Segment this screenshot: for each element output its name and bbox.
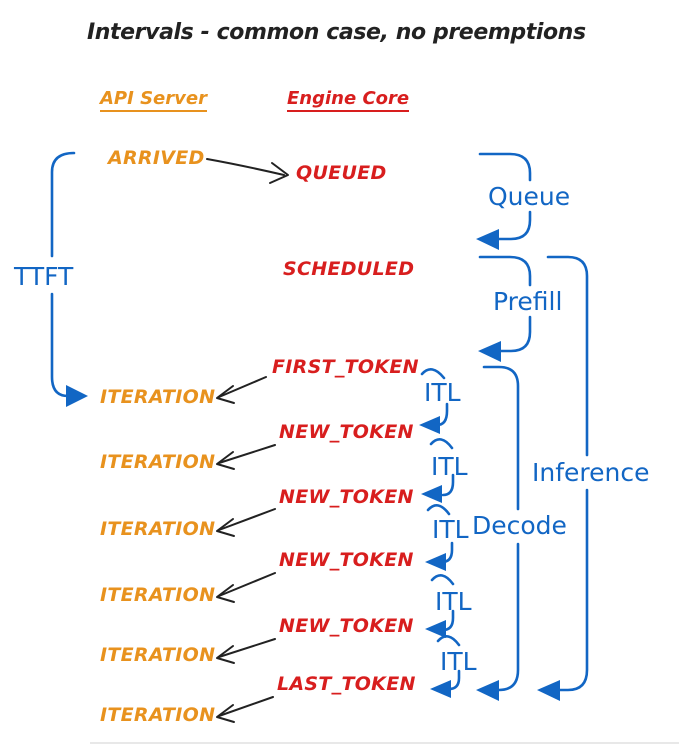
event-iteration-3: ITERATION [100, 518, 216, 540]
decode-bracket [476, 365, 520, 701]
itl-label-1: ITL [424, 378, 461, 407]
event-queued: QUEUED [296, 162, 387, 184]
event-first-token: FIRST_TOKEN [272, 356, 419, 378]
arrow-new-token-1-to-iteration-2 [216, 444, 276, 470]
itl-bracket-5 [430, 635, 461, 698]
inference-bracket [537, 255, 589, 701]
engine-core-column-header: Engine Core [287, 88, 410, 112]
ttft-label: TTFT [14, 262, 74, 291]
inference-label: Inference [532, 458, 650, 487]
arrow-new-token-4-to-iteration-5 [216, 638, 276, 664]
event-scheduled: SCHEDULED [283, 258, 415, 280]
event-new-token-3: NEW_TOKEN [279, 549, 414, 571]
ttft-bracket [50, 151, 88, 407]
event-iteration-6: ITERATION [100, 704, 216, 726]
prefill-bracket [478, 255, 532, 362]
event-iteration-2: ITERATION [100, 451, 216, 473]
decode-label: Decode [472, 511, 567, 540]
event-new-token-1: NEW_TOKEN [279, 421, 414, 443]
event-iteration-5: ITERATION [100, 644, 216, 666]
arrow-first-token-to-iteration-1 [216, 376, 267, 404]
itl-label-3: ITL [432, 515, 469, 544]
arrow-last-token-to-iteration-6 [216, 696, 274, 723]
itl-bracket-3 [425, 504, 454, 571]
arrow-arrived-to-queued [206, 158, 289, 184]
itl-label-4: ITL [435, 587, 472, 616]
event-new-token-4: NEW_TOKEN [279, 615, 414, 637]
event-new-token-2: NEW_TOKEN [279, 486, 414, 508]
itl-bracket-1 [419, 368, 449, 434]
api-server-column-header: API Server [100, 88, 207, 112]
diagram-title: Intervals - common case, no preemptions [87, 20, 586, 45]
event-iteration-1: ITERATION [100, 386, 216, 408]
itl-label-5: ITL [440, 647, 477, 676]
event-iteration-4: ITERATION [100, 584, 216, 606]
queue-label: Queue [488, 182, 571, 211]
event-last-token: LAST_TOKEN [277, 673, 416, 695]
itl-label-2: ITL [431, 452, 468, 481]
arrow-new-token-3-to-iteration-4 [216, 572, 276, 603]
queue-bracket [476, 152, 532, 250]
itl-bracket-2 [421, 438, 455, 503]
itl-bracket-4 [425, 574, 455, 638]
event-arrived: ARRIVED [108, 147, 205, 169]
arrow-new-token-2-to-iteration-3 [216, 508, 276, 537]
prefill-label: Prefill [493, 287, 563, 316]
